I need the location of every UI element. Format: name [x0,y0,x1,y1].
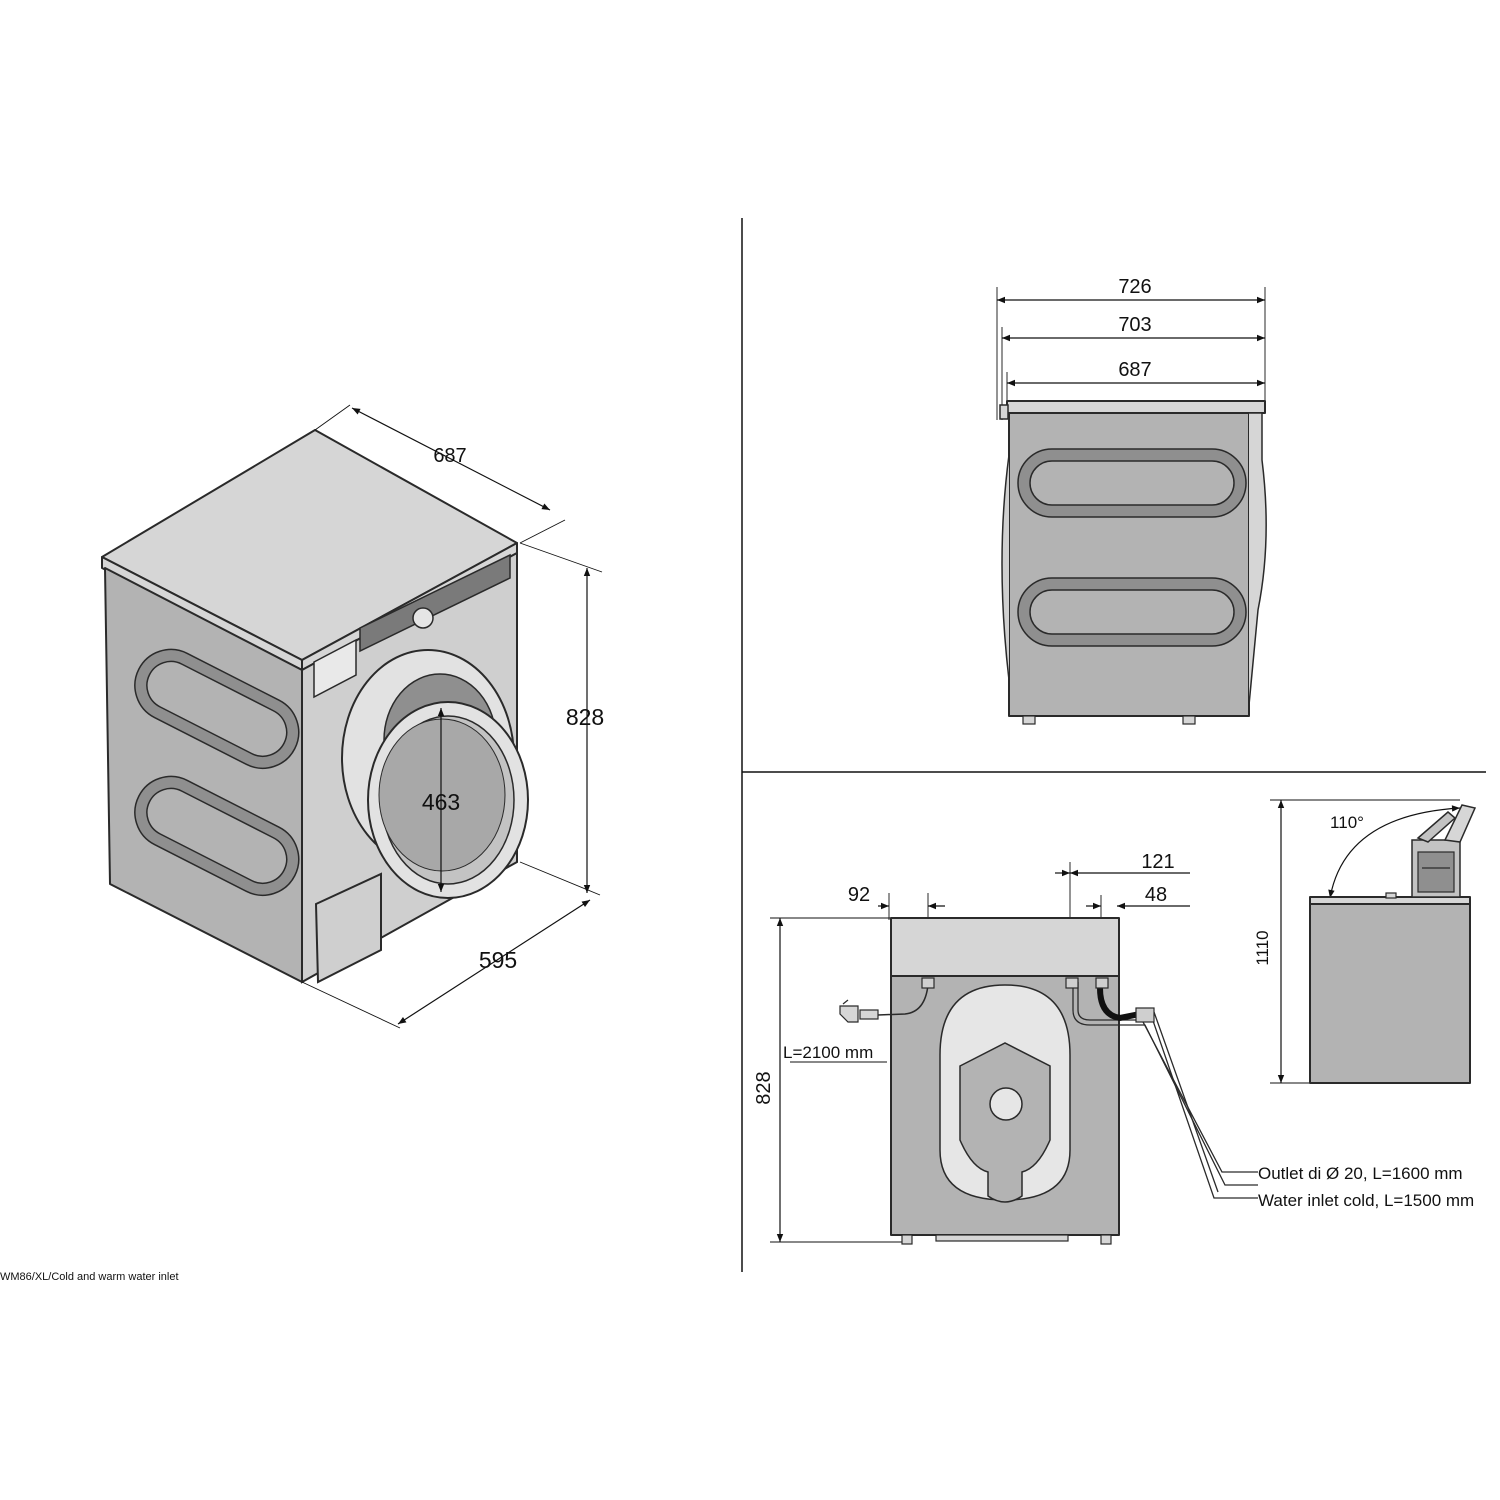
lid-dimensions [1270,799,1461,1084]
rear-hoses [839,982,1258,1199]
rear-height-label: 828 [753,1071,775,1104]
rear-cabinet [890,917,1120,1245]
rear-view: 92 121 48 828 [753,851,1474,1245]
rear-connectors [921,977,1155,1023]
rear-outlet-offset-label: 121 [1141,851,1174,873]
lid-open-view: 110° 1110 [1253,799,1477,1084]
rear-dimensions [770,862,1190,1243]
drawing-caption: WM86/XL/Cold and warm water inlet [0,1271,179,1283]
iso-door-diameter-label: 463 [422,789,460,815]
iso-width-label: 595 [479,947,517,973]
panel-dividers [741,218,1486,1272]
rear-inlet-offset-label: 48 [1145,884,1167,906]
rear-outlet-note: Outlet di Ø 20, L=1600 mm [1258,1164,1463,1183]
side-cabinet [999,400,1267,725]
isometric-door [341,649,529,899]
side-depth-687-label: 687 [1118,359,1151,381]
side-depth-726-label: 726 [1118,276,1151,298]
side-depth-703-label: 703 [1118,314,1151,336]
side-view: 726 703 687 [996,276,1267,725]
lid-angle-label: 110° [1330,813,1364,832]
side-dimensions [996,287,1266,420]
isometric-side-grips [134,648,300,897]
iso-height-label: 828 [566,704,604,730]
isometric-view: 687 828 595 463 [101,404,604,1029]
rear-power-offset-label: 92 [848,884,870,906]
lid-cabinet [1309,804,1477,1084]
iso-depth-label: 687 [433,445,466,467]
rear-power-cable-label: L=2100 mm [783,1043,873,1062]
lid-open-height-label: 1110 [1253,930,1272,965]
rear-inlet-note: Water inlet cold, L=1500 mm [1258,1191,1474,1210]
isometric-dimensions [301,404,603,1029]
